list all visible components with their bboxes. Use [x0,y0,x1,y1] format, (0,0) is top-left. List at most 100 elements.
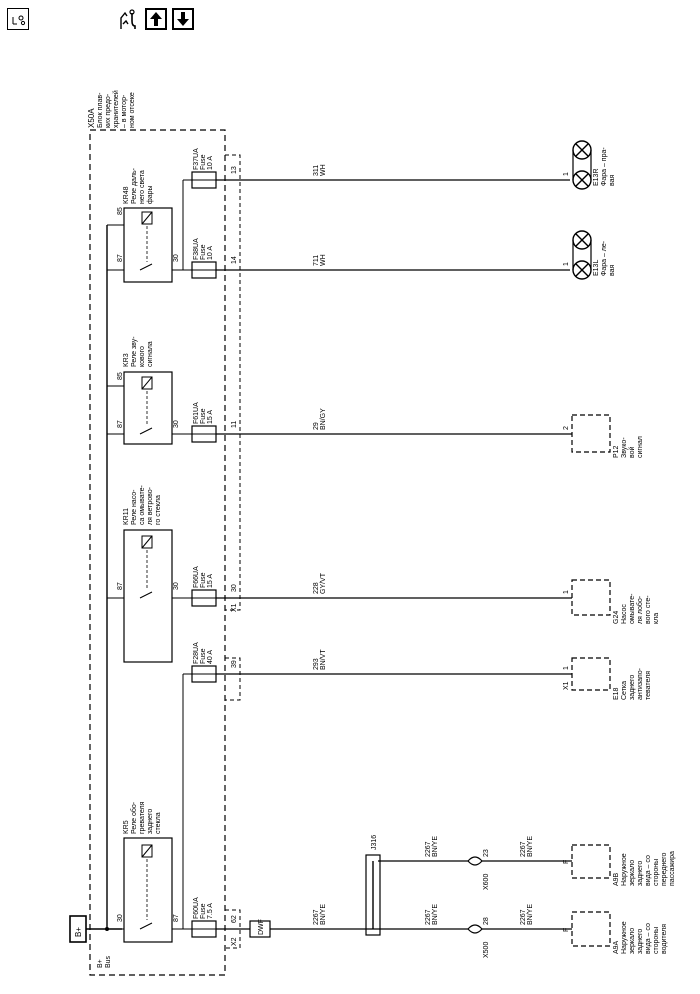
block-title: X50A Блок плав- ких предо- хранителей – … [87,90,136,128]
svg-text:BN/YE: BN/YE [527,904,534,925]
inline-x500 [467,924,483,934]
pin-label: 30 [173,582,180,590]
svg-text:40 A: 40 A [207,650,214,664]
svg-text:омывате-: омывате- [629,593,636,624]
svg-text:BN/VT: BN/VT [320,649,327,670]
svg-text:F60UA: F60UA [193,897,200,919]
block-title-line: ном отсеке [129,92,136,128]
svg-text:2267: 2267 [425,909,432,925]
svg-text:стороны: стороны [653,927,660,954]
svg-text:711: 711 [313,255,320,266]
svg-text:311: 311 [313,165,320,176]
service-info-button[interactable] [116,8,140,32]
block-title-line: хранителей [112,90,120,128]
svg-text:BN/YE: BN/YE [432,904,439,925]
svg-text:Сетка: Сетка [621,681,628,700]
svg-text:ля ветрово-: ля ветрово- [147,486,154,525]
inline-ref: X600 [483,874,490,890]
svg-text:кла: кла [653,613,660,624]
pin-label: 30 [173,420,180,428]
svg-text:29: 29 [313,422,320,430]
terminal-14: 14 [231,256,238,264]
connector-x1-outline [225,154,241,611]
pin-label: 87 [117,582,124,590]
terminal-39: 39 [231,660,238,668]
svg-text:BN/YE: BN/YE [432,836,439,857]
svg-text:стороны: стороны [653,859,660,886]
svg-text:Fuse: Fuse [200,903,207,919]
legend-button[interactable] [7,8,29,30]
svg-text:15 A: 15 A [207,574,214,588]
svg-text:го стекла: го стекла [155,495,162,525]
pin-label: 87 [117,420,124,428]
connector-x2-outline [225,909,241,949]
svg-text:вая: вая [609,174,616,186]
svg-text:Fuse: Fuse [200,244,207,260]
connector-x1-label: X1 [231,603,238,612]
svg-text:F66UA: F66UA [193,566,200,588]
svg-text:X1: X1 [563,681,570,690]
svg-text:антизапо-: антизапо- [637,667,644,700]
svg-text:BN/GY: BN/GY [320,408,327,430]
terminal-11: 11 [231,421,238,428]
svg-text:WH: WH [320,254,327,266]
inline-x600 [467,856,483,866]
svg-text:F: F [563,928,570,932]
svg-text:Наружное: Наружное [621,921,628,954]
svg-text:Fuse: Fuse [200,154,207,170]
svg-text:Реле зву-: Реле зву- [131,336,138,367]
svg-text:E18: E18 [613,687,620,700]
svg-text:F: F [563,860,570,864]
svg-text:F37UA: F37UA [193,148,200,170]
legend-icon [12,15,26,26]
svg-text:стекла: стекла [155,812,162,834]
page-up-button[interactable] [145,8,167,30]
svg-text:7.5 A: 7.5 A [207,903,214,919]
svg-text:2267: 2267 [520,909,527,925]
connector-x1b-outline [225,657,241,701]
terminal-13: 13 [231,166,238,174]
svg-text:E13R: E13R [593,168,600,186]
terminal-62: 62 [231,915,238,923]
svg-text:Фара – пра-: Фара – пра- [601,147,608,186]
page-down-button[interactable] [172,8,194,30]
svg-text:10 A: 10 A [207,156,214,170]
pin-label: 87 [117,254,124,262]
connector-x2-label: X2 [231,937,238,946]
svg-text:1: 1 [563,666,570,670]
svg-text:пассажира: пассажира [669,851,676,886]
svg-text:переднего: переднего [661,852,668,886]
svg-text:кового: кового [139,346,146,367]
svg-text:KR3: KR3 [123,353,130,367]
svg-text:зеркало: зеркало [629,928,636,954]
svg-text:гревателя: гревателя [139,801,146,834]
svg-text:E13L: E13L [593,260,600,276]
svg-text:заднего: заднего [629,675,636,700]
svg-text:водителя: водителя [661,924,668,954]
svg-text:сигнал: сигнал [637,436,644,458]
svg-text:ля лобо-: ля лобо- [636,595,644,624]
relay-kr48 [123,207,173,283]
svg-text:тевателя: тевателя [645,671,652,700]
inline-ref: X500 [483,942,490,958]
svg-text:KR11: KR11 [123,508,130,525]
svg-text:зеркало: зеркало [629,860,636,886]
svg-text:F38UA: F38UA [193,238,200,260]
relay-kr11 [123,529,173,663]
pin-label: 30 [117,914,124,922]
svg-text:A9B: A9B [613,872,620,886]
